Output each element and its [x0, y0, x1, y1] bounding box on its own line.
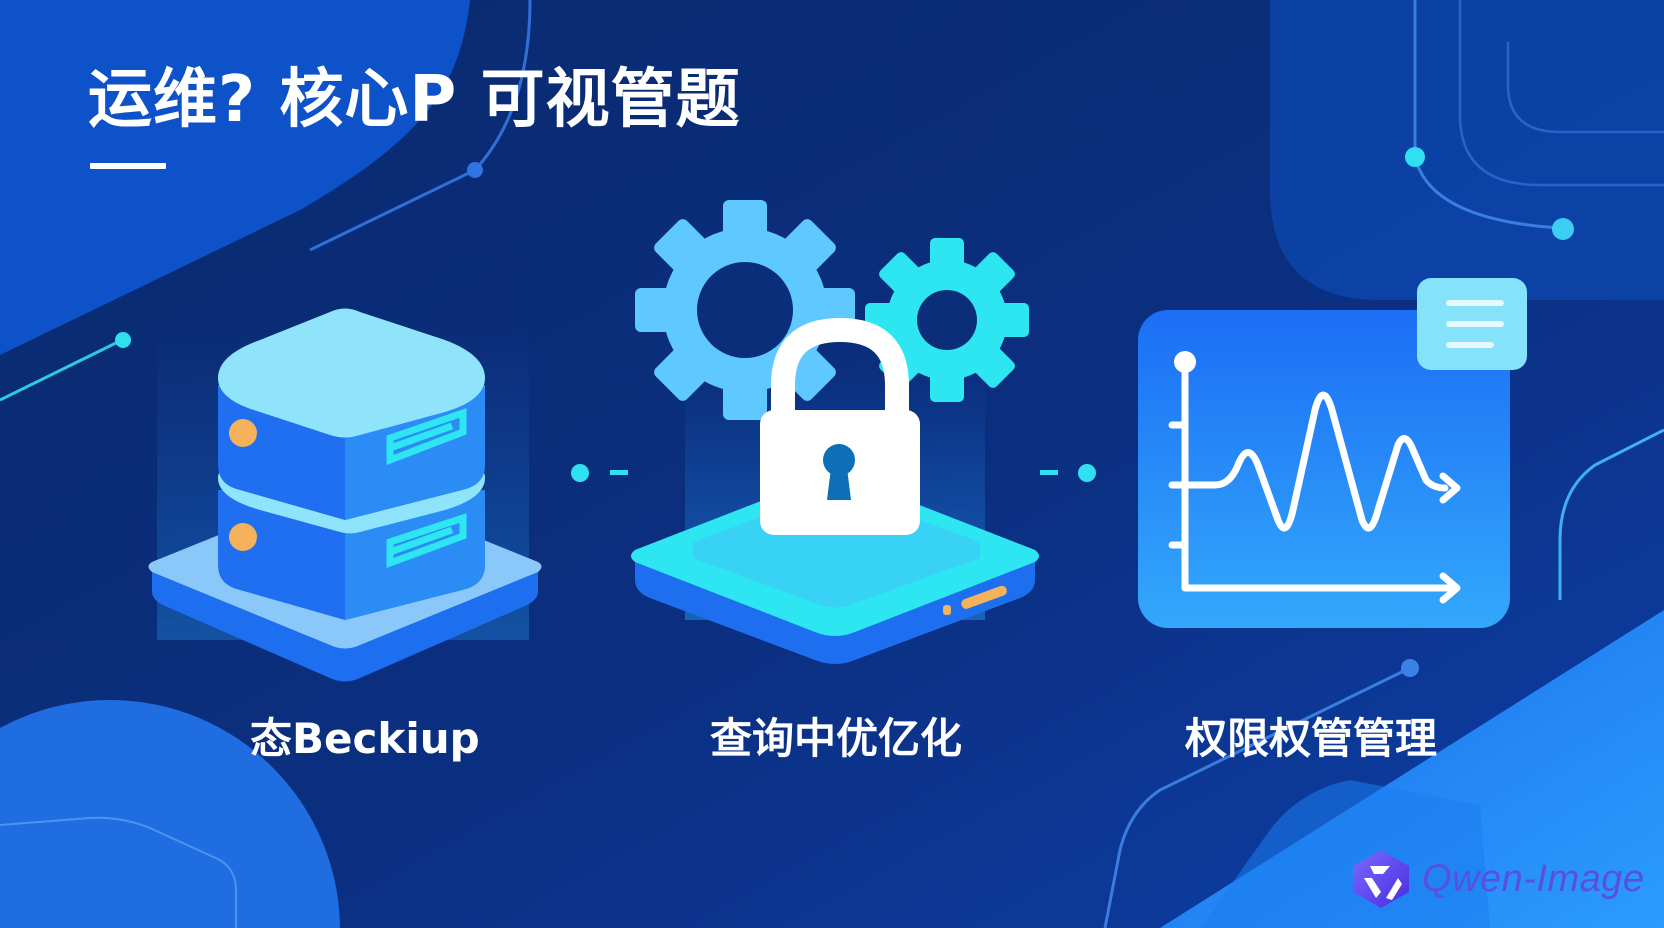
line-chart-icon	[1138, 278, 1527, 628]
feature-label-query-optimization: 查询中优亿化	[710, 714, 963, 763]
watermark-text: Qwen-Image	[1422, 857, 1645, 900]
slide-title: 运维? 核心P 可视管题	[88, 63, 741, 137]
qwen-logo-icon	[1353, 850, 1409, 908]
feature-label-permission-management: 权限权管管理	[1185, 714, 1438, 763]
gears-lock-icon	[631, 200, 1039, 664]
title-underline	[90, 163, 166, 169]
qwen-image-watermark: Qwen-Image	[1350, 848, 1645, 910]
feature-label-backup: 态Beckiup	[250, 714, 480, 763]
database-server-icon	[148, 308, 542, 682]
